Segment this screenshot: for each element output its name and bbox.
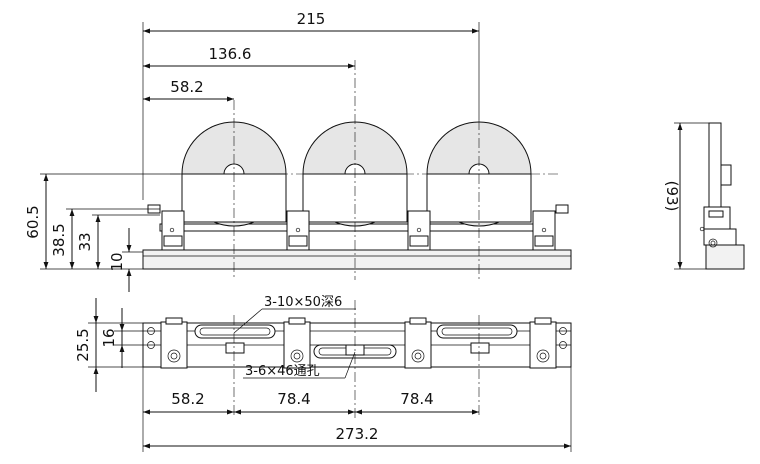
dim-height-mid: 33 bbox=[76, 232, 94, 251]
front-bracket-2 bbox=[286, 210, 310, 251]
slot-blind-1 bbox=[194, 324, 276, 339]
plan-bracket-left bbox=[147, 317, 188, 369]
plan-bracket-2 bbox=[283, 317, 311, 369]
note-slot-through: 3-6×46通孔 bbox=[245, 364, 320, 379]
side-base bbox=[705, 244, 745, 270]
front-bracket-left bbox=[147, 204, 185, 251]
note-slot-blind: 3-10×50深6 bbox=[264, 295, 342, 310]
plan-bracket-right bbox=[529, 317, 567, 369]
plan-view bbox=[142, 300, 572, 418]
front-bracket-right bbox=[532, 204, 569, 251]
dim-bottom-left: 58.2 bbox=[171, 390, 204, 408]
dim-height-overall: 60.5 bbox=[24, 205, 42, 238]
front-bracket-3 bbox=[407, 210, 431, 251]
side-plate bbox=[708, 122, 722, 222]
dim-side-height: (93) bbox=[663, 181, 681, 212]
dim-plan-width: 25.5 bbox=[74, 328, 92, 361]
dim-bottom-total: 273.2 bbox=[336, 425, 379, 443]
dim-bottom-pitch-2: 78.4 bbox=[400, 390, 433, 408]
slot-blind-2 bbox=[436, 324, 518, 339]
plan-bracket-3 bbox=[404, 317, 432, 369]
dim-center-1: 58.2 bbox=[170, 78, 203, 96]
dim-height-base: 10 bbox=[108, 252, 126, 271]
front-view bbox=[142, 60, 572, 280]
dim-plan-inner: 16 bbox=[100, 328, 118, 347]
dim-height-axis: 38.5 bbox=[50, 223, 68, 256]
dim-bottom-pitch-1: 78.4 bbox=[277, 390, 310, 408]
dim-total-width: 215 bbox=[297, 10, 326, 28]
dim-center-2: 136.6 bbox=[209, 45, 252, 63]
side-view bbox=[699, 122, 745, 270]
front-base-plate bbox=[142, 249, 572, 270]
